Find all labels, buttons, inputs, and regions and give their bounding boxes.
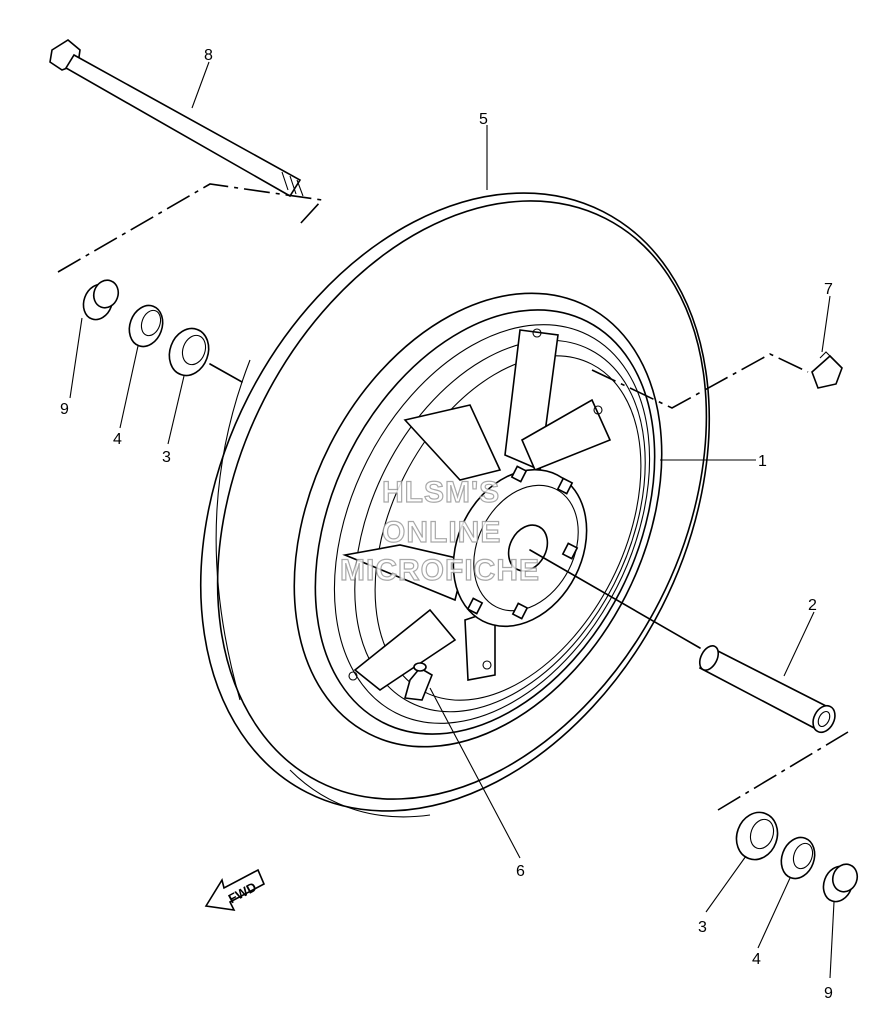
wheel-axle [49,39,304,198]
wheel-spokes [342,328,612,691]
leader-lines [69,61,835,979]
callout-spacer-right: 9 [824,985,833,1002]
spacer-right [822,863,859,903]
watermark-line2: ONLINE [382,516,501,549]
callout-labels: 1 2 3 4 5 6 7 8 9 3 4 9 [60,47,833,1002]
watermark-line1: HLSM'S [382,476,500,509]
watermark: HLSM'S ONLINE MICROFICHE [339,475,540,587]
wheel-collar [698,645,836,734]
bearing-left [168,327,210,377]
oil-seal-right [780,836,816,880]
callout-meter-clutch: 7 [824,281,833,298]
tire-valve [403,662,433,701]
assembly-lines [57,183,849,811]
wheel-hub [452,465,588,628]
oil-seal-left [128,304,164,348]
callout-oil-seal-right: 4 [752,951,761,968]
callout-tire: 5 [479,111,488,128]
tire [199,192,711,818]
fwd-label: FWD [226,879,259,906]
callout-bearing-right: 3 [698,919,707,936]
spacer-left [82,279,120,321]
callout-spacer-left: 9 [60,401,69,418]
bearing-right [735,811,779,861]
callout-collar: 2 [808,597,817,614]
callout-wheel: 1 [758,453,767,470]
forward-arrow-icon: FWD [204,868,266,912]
callout-oil-seal-left: 4 [113,431,122,448]
callout-axle: 8 [204,47,213,64]
callout-valve: 6 [516,863,525,880]
meter-clutch [811,351,843,389]
watermark-line3: MICROFICHE [340,554,540,587]
callout-bearing-left: 3 [162,449,171,466]
